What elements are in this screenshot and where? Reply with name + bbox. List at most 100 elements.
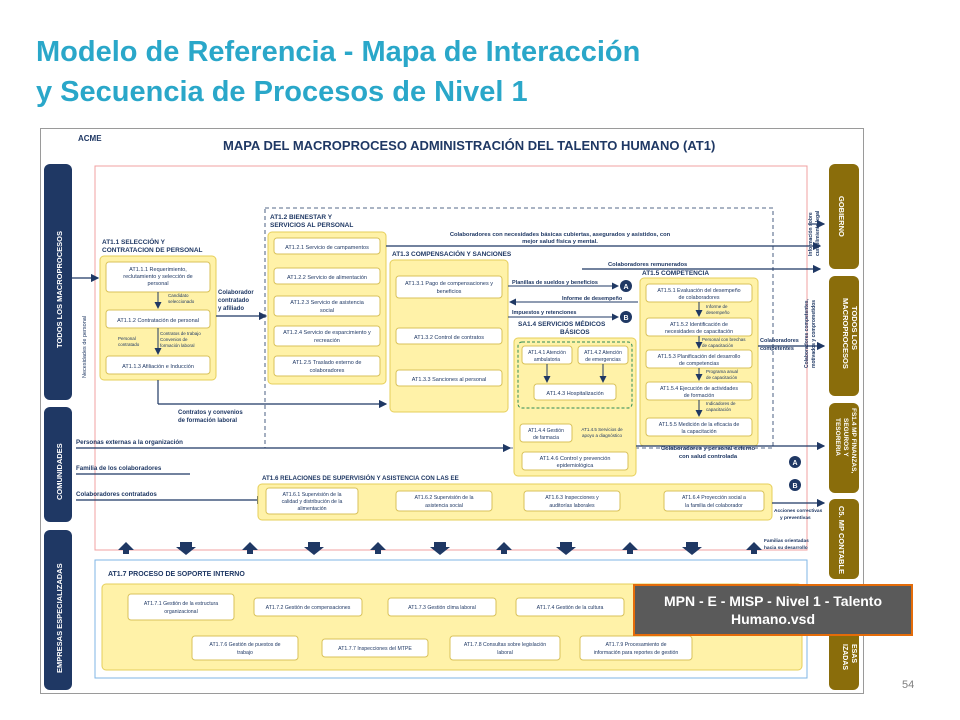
group-at16 <box>257 483 773 521</box>
support-arrow-11 <box>746 542 762 554</box>
box-at124 <box>273 325 381 347</box>
box-at162-line-1: AT1.6.2 Supervisión de la <box>414 495 473 501</box>
box-at179 <box>579 635 693 661</box>
box-at131-line-2: beneficios <box>437 289 462 295</box>
box-at163-line-1: AT1.6.3 Inspecciones y <box>545 495 599 501</box>
box-at144-line-2: de farmacia <box>533 435 559 441</box>
right-bar-contable <box>829 499 859 579</box>
box-at141-line-1: AT1.4.1 Atención <box>528 350 566 356</box>
left-bar-empresas-label: EMPRESAS ESPECIALIZADAS <box>55 563 64 673</box>
flow-info-sobre-2: cumplimiento legal <box>815 210 821 256</box>
flow-contratos-conv-1: Contratos y convenios <box>178 410 243 416</box>
support-arrow-1 <box>118 542 134 554</box>
right-bar-finanzas-label-1: FS1.4 MP FINANZAS, <box>850 408 857 473</box>
flow-formacion-laboral: formación laboral <box>160 343 195 348</box>
box-at123 <box>273 295 381 317</box>
box-at155-line-1: AT1.5.5 Medición de la eficacia de <box>659 422 740 428</box>
box-at151-line-2: de colaboradores <box>679 295 720 301</box>
flow-personal-externo-1: Colaboradores y personal externo <box>661 446 756 452</box>
support-arrow-10 <box>682 542 702 555</box>
right-bar-gobierno-label: GOBIERNO <box>837 196 846 237</box>
left-bar-comunidades-label: COMUNIDADES <box>55 443 64 500</box>
flow-programa-1: Programa anual <box>706 369 738 374</box>
slide-title: Modelo de Referencia - Mapa de Interacci… <box>36 32 916 112</box>
flow-colab-contratados: Colaboradores contratados <box>76 491 157 498</box>
marker-b-bottom-label: B <box>792 483 797 490</box>
box-at113-label: AT1.1.3 Afiliación e Inducción <box>122 364 194 370</box>
box-at174 <box>515 597 625 617</box>
box-at145-line-1: AT1.4.5 Servicios de <box>581 427 623 432</box>
flow-personal-1: Personal <box>118 336 136 341</box>
slide-title-line-2: y Secuencia de Procesos de Nivel 1 <box>36 76 528 108</box>
box-at161-line-1: AT1.6.1 Supervisión de la <box>282 492 341 498</box>
flow-colaborador-contratado-1: Colaborador <box>218 290 254 296</box>
support-arrows-row <box>118 542 762 555</box>
support-arrow-8 <box>556 542 576 555</box>
box-at122 <box>273 267 381 285</box>
box-at111-line-1: AT1.1.1 Requerimiento, <box>129 267 187 273</box>
box-at153-line-2: de competencias <box>679 361 719 367</box>
box-at161 <box>265 487 359 515</box>
flow-colab-comp-1: Colaboradores competentes, <box>804 298 810 368</box>
box-at121-label: AT1.2.1 Servicio de campamentos <box>285 245 369 251</box>
flow-remunerados: Colaboradores remunerados <box>608 262 687 268</box>
box-at155 <box>645 417 753 437</box>
flow-programa-2: de capacitación <box>706 375 738 380</box>
marker-a-top-label: A <box>623 284 628 291</box>
box-at125-line-2: colaboradores <box>310 368 345 374</box>
box-at113 <box>105 355 211 375</box>
diagram-heading: MAPA DEL MACROPROCESO ADMINISTRACIÓN DEL… <box>223 138 715 153</box>
box-at176 <box>191 635 299 661</box>
box-at174-label: AT1.7.4 Gestión de la cultura <box>537 605 604 611</box>
box-at125 <box>273 355 381 377</box>
sa14-dashed-core <box>517 341 633 409</box>
box-at124-line-1: AT1.2.4 Servicio de esparcimiento y <box>283 330 371 336</box>
flow-brechas-1: Personal con brechas <box>702 337 746 342</box>
box-at161-line-3: alimentación <box>297 506 326 512</box>
box-at178 <box>449 635 561 661</box>
left-bar-todos <box>44 164 72 400</box>
group-at13-title: AT1.3 COMPENSACIÓN Y SANCIONES <box>392 249 512 258</box>
flow-candidato-2: seleccionado <box>168 299 195 304</box>
box-at163 <box>523 490 621 512</box>
box-at178-line-1: AT1.7.8 Consultas sobre legislación <box>464 642 546 648</box>
flow-acciones-2: y preventivas <box>780 515 811 521</box>
box-at142-line-1: AT1.4.2 Atención <box>584 350 622 356</box>
right-bar-finanzas <box>829 403 859 493</box>
support-arrow-5 <box>370 542 386 554</box>
box-at123-line-2: social <box>320 308 334 314</box>
box-at179-line-2: información para reportes de gestión <box>594 650 679 656</box>
box-at162 <box>395 490 493 512</box>
box-at132-label: AT1.3.2 Control de contratos <box>414 335 484 341</box>
flow-necesidades-basicas-1: Colaboradores con necesidades básicas cu… <box>450 232 671 238</box>
flow-indicadores-2: capacitación <box>706 407 732 412</box>
flow-necesidades-personal: Necesidades de personal <box>82 316 88 378</box>
box-at153-line-1: AT1.5.3 Planificación del desarrollo <box>658 354 741 360</box>
box-at144 <box>519 423 573 443</box>
box-at164-line-2: la familia del colaborador <box>685 503 743 509</box>
group-sa14-title-1: SA1.4 SERVICIOS MÉDICOS <box>518 319 606 328</box>
flow-acciones-1: Acciones correctivas <box>774 508 823 514</box>
flow-candidato-1: Candidato <box>168 293 189 298</box>
flow-personas-externas: Personas externas a la organización <box>76 439 183 446</box>
box-at146 <box>521 451 629 471</box>
right-bar-empresas-label-2: IZADAS <box>841 644 848 670</box>
group-at12-title-1: AT1.2 BIENESTAR Y <box>270 214 333 221</box>
box-at143-label: AT1.4.3 Hospitalización <box>546 391 603 397</box>
box-at141-line-2: ambulatoria <box>534 357 560 363</box>
right-bar-todos <box>829 276 859 396</box>
right-bar-empresas-label-1: ESAS <box>850 644 857 663</box>
right-bar-todos-label-1: TODOS LOS <box>850 306 859 350</box>
box-at131 <box>395 275 503 299</box>
flow-impuestos: Impuestos y retenciones <box>512 310 577 316</box>
box-at151-line-1: AT1.5.1 Evaluación del desempeño <box>657 288 740 294</box>
group-at15-title: AT1.5 COMPETENCIA <box>642 270 709 277</box>
box-at177 <box>321 638 429 658</box>
flow-brechas-2: de capacitación <box>702 343 734 348</box>
box-at152-line-2: necesidades de capacitación <box>665 329 733 335</box>
marker-a-bottom-label: A <box>792 460 797 467</box>
box-at177-label: AT1.7.7 Inspecciones del MTPE <box>338 646 412 652</box>
support-arrow-3 <box>242 542 258 554</box>
flow-indicadores-1: Indicadores de <box>706 401 736 406</box>
slide-title-line-1: Modelo de Referencia - Mapa de Interacci… <box>36 36 641 68</box>
